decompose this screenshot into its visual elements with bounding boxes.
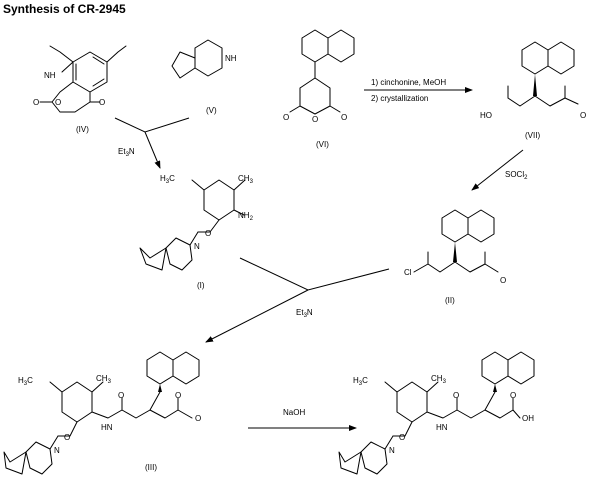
atom-oh-product: OH [522,414,534,423]
compound-vii-structure: HO O (VII) [480,41,586,140]
atom-ch3-iii: CH3 [96,374,112,385]
atom-o-carbonyl-iii: O [64,433,70,442]
arrow-vii-to-ii [471,149,524,191]
atom-nh: NH [44,71,56,80]
compound-i-structure: H3C CH3 NH2 O N (I) [139,174,254,290]
atom-o-amide-iii: O [118,391,124,400]
atom-h3c-iii: H3C [18,376,33,387]
compound-label-iv: (IV) [76,125,89,134]
compound-iv-structure: NH O O O (IV) [33,45,127,134]
reagent-naoh: NaOH [283,408,305,417]
atom-o-acid-product: O [510,391,516,400]
atom-o-vi-right: O [341,113,347,122]
atom-cl-ii: Cl [404,268,412,277]
compound-vi-structure: O O O (VI) [283,29,355,149]
compound-label-vi: (VI) [316,140,329,149]
atom-hn-product: HN [436,423,448,432]
compound-label-ii: (II) [445,296,455,305]
atom-o-methyl-ii: O [500,276,506,285]
reagent-socl2: SOCl2 [505,170,528,181]
atom-h3c-product: H3C [353,376,368,387]
arrow-iv-v-to-i [114,117,190,168]
atom-o-vi-ring: O [312,115,318,124]
atom-o-vi-left: O [283,113,289,122]
atom-nh2-i: NH2 [238,211,254,222]
atom-n-product: N [389,446,395,455]
atom-o-carbonyl-product: O [399,433,405,442]
atom-o-amide-product: O [453,391,459,400]
atom-o-methyl-vii: O [580,111,586,120]
atom-ho-vii: HO [480,111,492,120]
compound-label-iii: (III) [145,463,157,472]
reagent-step1-line2: 2) crystallization [371,94,428,103]
atom-o-methyl-iii: O [195,414,201,423]
atom-ch3-i: CH3 [238,174,254,185]
atom-n-i: N [194,242,200,251]
atom-ch3-product: CH3 [431,374,447,385]
atom-hn-iii: HN [101,423,113,432]
atom-h3c-i: H3C [160,174,175,185]
atom-o-carbonyl-left: O [33,98,39,107]
compound-product-structure: H3C CH3 HN O O OH O N [338,351,535,475]
atom-n-iii: N [54,446,60,455]
atom-o-amide-i: O [205,229,211,238]
page-title: Synthesis of CR-2945 [3,2,126,16]
compound-ii-structure: Cl O (II) [404,209,506,305]
atom-nh-v: NH [225,54,237,63]
compound-iii-structure: H3C CH3 HN O O O O N (III) [3,351,201,475]
atom-o-ester-iii: O [175,391,181,400]
atom-o-carbonyl-right: O [99,98,105,107]
compound-v-structure: NH (V) [171,39,237,115]
atom-o-ring: O [55,98,61,107]
reagent-et3n-a: Et3N [118,147,135,158]
reagent-step1-line1: 1) cinchonine, MeOH [371,78,446,87]
compound-label-i: (I) [197,281,205,290]
arrow-i-ii-to-iii [206,257,390,342]
reagent-et3n-b: Et3N [296,308,313,319]
compound-label-v: (V) [206,106,217,115]
compound-label-vii: (VII) [525,131,540,140]
